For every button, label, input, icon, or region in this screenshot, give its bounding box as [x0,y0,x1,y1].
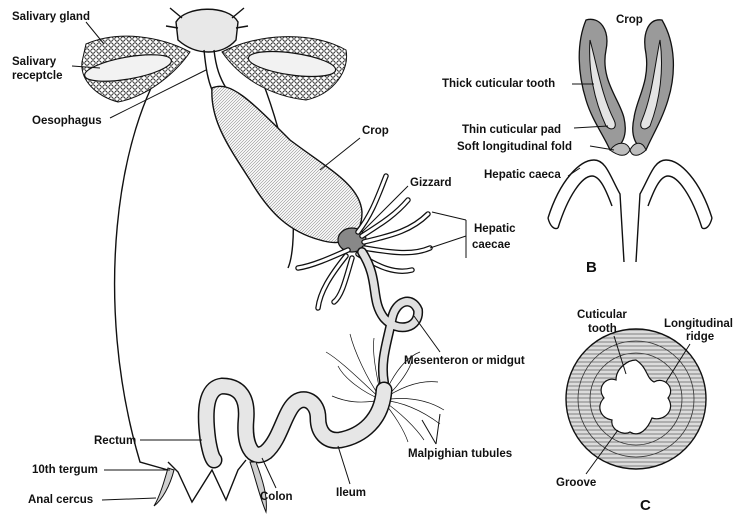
label-groove: Groove [556,477,596,489]
label-soft-longitudinal-fold: Soft longitudinal fold [457,141,572,153]
label-salivary-receptacle-2: receptcle [12,70,63,82]
label-hepatic-caecae-2: caecae [472,239,510,251]
label-mesenteron: Mesenteron or midgut [404,355,525,367]
label-thin-cuticular-pad: Thin cuticular pad [462,124,561,136]
label-hepatic-caecae-1: Hepatic [474,223,516,235]
label-salivary-receptacle-1: Salivary [12,56,57,68]
label-oesophagus: Oesophagus [32,115,102,127]
label-gizzard: Gizzard [410,177,452,189]
crop [212,86,362,242]
label-rectum: Rectum [94,435,136,447]
label-10th-tergum: 10th tergum [32,464,98,476]
soft-fold-right [630,143,646,155]
label-longitudinal-ridge-1: Longitudinal [664,318,733,330]
label-crop: Crop [362,125,389,137]
hepatic-caeca-right [636,160,712,262]
label-longitudinal-ridge-2: ridge [686,331,714,343]
anal-cercus-left [154,468,174,506]
oesophagus [204,50,226,90]
tergum-10 [168,460,246,502]
label-crop-b: Crop [616,14,643,26]
label-thick-cuticular-tooth: Thick cuticular tooth [442,78,555,90]
figure-b-gizzard-section [548,19,712,262]
hepatic-caeca-left-inner [558,176,612,228]
label-cuticular-tooth-1: Cuticular [577,309,627,321]
label-salivary-gland: Salivary gland [12,11,90,23]
figure-c-cross-section [566,329,706,469]
label-cuticular-tooth-2: tooth [588,323,617,335]
panel-label-c: C [640,497,651,514]
crop-wall-left [579,19,625,150]
label-colon: Colon [260,491,293,503]
hepatic-caeca-right-inner [648,176,702,228]
label-hepatic-caeca: Hepatic caeca [484,169,561,181]
label-anal-cercus: Anal cercus [28,494,93,506]
panel-label-b: B [586,259,597,276]
label-malpighian-tubules: Malpighian tubules [408,448,512,460]
label-ileum: Ileum [336,487,366,499]
anal-cercus-right [250,462,266,512]
head [176,9,238,52]
